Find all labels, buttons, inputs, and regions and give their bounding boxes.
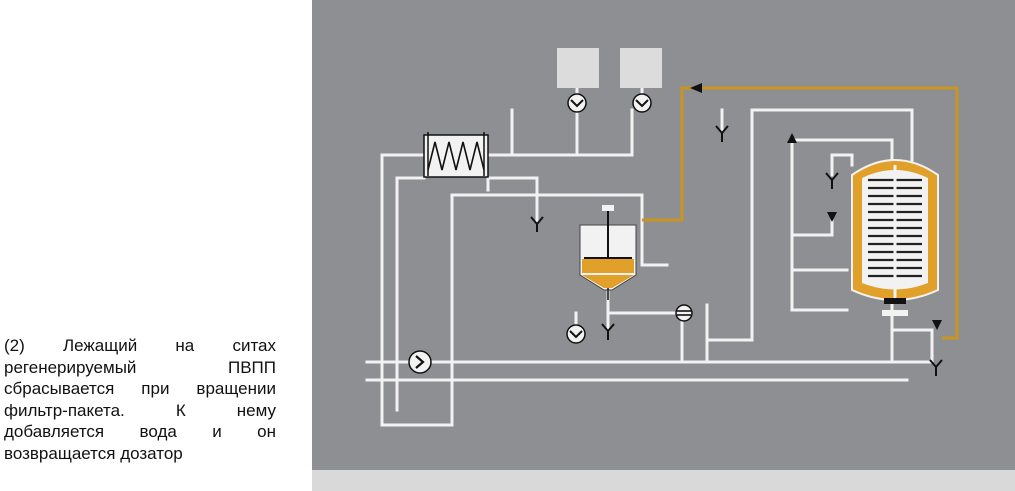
return-pipe (642, 86, 959, 340)
filter-vessel-icon (851, 159, 939, 316)
arrow-icon (827, 212, 837, 222)
drain-icon (530, 125, 943, 376)
flow-meter-icon (675, 304, 693, 322)
arrow-icon (932, 320, 942, 330)
pump-icon (408, 350, 432, 374)
heat-exchanger-icon (423, 132, 489, 178)
dosing-tank-icon (579, 205, 637, 300)
additive-tank-left (557, 48, 599, 88)
additive-tank-right (620, 48, 662, 88)
arrow-icon (787, 133, 797, 143)
caption-text: (2) Лежащий на ситах регенерируемый ПВПП… (4, 336, 276, 463)
valve-icon (566, 324, 586, 344)
process-diagram (312, 0, 1015, 491)
dosing-valve-left (567, 93, 587, 113)
dosing-valve-right (632, 93, 652, 113)
arrow-icon (690, 83, 702, 93)
